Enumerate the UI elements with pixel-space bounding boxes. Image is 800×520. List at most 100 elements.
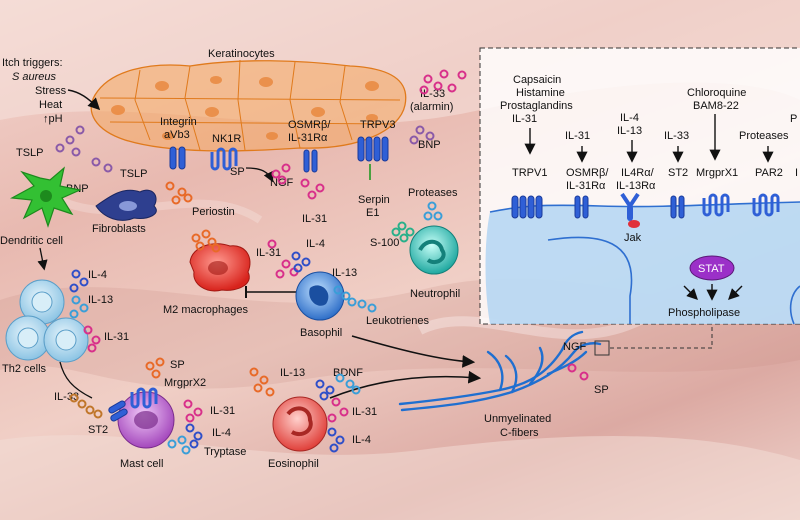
fibroblasts-label: Fibroblasts <box>92 223 146 235</box>
inset-il4r-1: IL4Rα/ <box>621 167 655 179</box>
inset-il33: IL-33 <box>664 130 689 142</box>
inset-trpv1: TRPV1 <box>512 167 547 179</box>
th2-to-mast-link <box>59 361 93 399</box>
proteases-top-label: Proteases <box>408 187 458 199</box>
trpv3-label: TRPV3 <box>360 119 395 131</box>
keratinocyte-layer <box>90 59 407 152</box>
il4-mast-label: IL-4 <box>212 427 231 439</box>
il31-keratinocyte-label: IL-31 <box>302 213 327 225</box>
st2-mast-label: ST2 <box>88 424 108 436</box>
inset-capsaicin: Capsaicin <box>513 74 561 86</box>
integrin-label-2: aVb3 <box>164 129 190 141</box>
inset-il4r-2: IL-13Rα <box>616 180 656 192</box>
s100-label: S-100 <box>370 237 399 249</box>
inset-il31-b: IL-31 <box>565 130 590 142</box>
il33-alarmin-label-1: IL-33 <box>420 88 445 100</box>
inset-jak: Jak <box>624 232 642 244</box>
il31-macrophage-label: IL-31 <box>256 247 281 259</box>
basophil-cell <box>295 271 345 321</box>
leukotrienes-label: Leukotrienes <box>366 315 429 327</box>
integrin-label-1: Integrin <box>160 116 197 128</box>
m2-macrophage-cell <box>189 243 251 292</box>
unmyelinated-c-fibers <box>398 330 602 412</box>
inset-bam: BAM8-22 <box>693 100 739 112</box>
th2-cells-label: Th2 cells <box>2 363 47 375</box>
ph-label: ↑pH <box>43 113 63 125</box>
inset-stat: STAT <box>698 263 725 275</box>
ngf-fiber-label: NGF <box>563 341 587 353</box>
il31-eosinophil-label: IL-31 <box>352 406 377 418</box>
dendritic-cell-label: Dendritic cell <box>0 235 63 247</box>
inner-membrane-line <box>547 236 633 324</box>
inset-il4: IL-4 <box>620 112 639 124</box>
neuron-body <box>485 202 800 324</box>
il4-th2-label: IL-4 <box>88 269 107 281</box>
zoom-connector-line <box>610 322 713 349</box>
osmr-receptor-icon <box>303 149 318 173</box>
nk1r-receptor-icon <box>210 147 238 171</box>
stress-label: Stress <box>35 85 67 97</box>
inset-proteases: Proteases <box>739 130 789 142</box>
heat-label: Heat <box>39 99 62 111</box>
basophil-to-cfiber-arrow <box>351 335 476 368</box>
inset-chloroquine: Chloroquine <box>687 87 746 99</box>
nk1r-to-ngf-arrow <box>245 167 274 183</box>
inset-st2-receptor-icon <box>670 195 685 219</box>
il13-eosinophil-label: IL-13 <box>280 367 305 379</box>
st2-receptor-icon <box>108 400 128 422</box>
inset-ligand-arrows <box>524 114 774 163</box>
inset-il31-a: IL-31 <box>512 113 537 125</box>
tslp-fibroblast-label: TSLP <box>120 168 148 180</box>
il13-th2-label: IL-13 <box>88 294 113 306</box>
fibroblast-cell <box>95 189 157 221</box>
inset-il13: IL-13 <box>617 125 642 137</box>
neutrophil-label: Neutrophil <box>410 288 460 300</box>
inset-osmr-2: IL-31Rα <box>566 180 606 192</box>
dendritic-cell <box>10 166 82 228</box>
osmr-label-2: IL-31Rα <box>288 132 328 144</box>
bdnf-label: BDNF <box>333 367 363 379</box>
inset-prostaglandins: Prostaglandins <box>500 100 573 112</box>
m2-macrophages-label: M2 macrophages <box>163 304 248 316</box>
sp-fiber-label: SP <box>594 384 609 396</box>
inset-phospholipase: Phospholipase <box>668 307 740 319</box>
cfiber-label-1: Unmyelinated <box>484 413 551 425</box>
inset-osmr-receptor-icon <box>574 195 589 219</box>
neutrophil-cell <box>409 225 459 275</box>
inset-cut-p: P <box>790 113 797 125</box>
integrin-receptor-icon <box>169 146 186 170</box>
mrgprx2-label: MrgprX2 <box>164 377 206 389</box>
inset-osmr-1: OSMRβ/ <box>566 167 609 179</box>
serpin-label-1: Serpin <box>358 194 390 206</box>
mast-cell <box>117 391 175 449</box>
osmr-label-1: OSMRβ/ <box>288 119 331 131</box>
keratinocytes-label: Keratinocytes <box>208 48 275 60</box>
il4-basophil-label: IL-4 <box>306 238 325 250</box>
mediator-dots <box>55 69 589 455</box>
eosinophil-cell <box>272 396 328 452</box>
il33-alarmin-label-2: (alarmin) <box>410 101 453 113</box>
tryptase-label: Tryptase <box>204 446 246 458</box>
cfiber-label-2: C-fibers <box>500 427 539 439</box>
inset-il4r-receptor-icon <box>620 192 640 228</box>
il13-basophil-label: IL-13 <box>332 267 357 279</box>
inset-cut-i: I <box>795 167 798 179</box>
il31-mast-label: IL-31 <box>210 405 235 417</box>
tslp-left-label: TSLP <box>16 147 44 159</box>
dendritic-to-th2-arrow <box>37 247 48 271</box>
nk1r-label: NK1R <box>212 133 241 145</box>
periostin-label: Periostin <box>192 206 235 218</box>
triggers-arrow <box>67 89 101 111</box>
serpin-label-2: E1 <box>366 207 379 219</box>
inset-st2: ST2 <box>668 167 688 179</box>
inset-par2: PAR2 <box>755 167 783 179</box>
receptor-detail-inset <box>479 47 800 325</box>
inset-mrgprx1: MrgprX1 <box>696 167 738 179</box>
bnp-right-label: BNP <box>418 139 441 151</box>
trpv3-receptor-icon <box>357 136 389 162</box>
mast-cell-label: Mast cell <box>120 458 163 470</box>
stat-arrows <box>683 284 743 301</box>
basophil-label: Basophil <box>300 327 342 339</box>
